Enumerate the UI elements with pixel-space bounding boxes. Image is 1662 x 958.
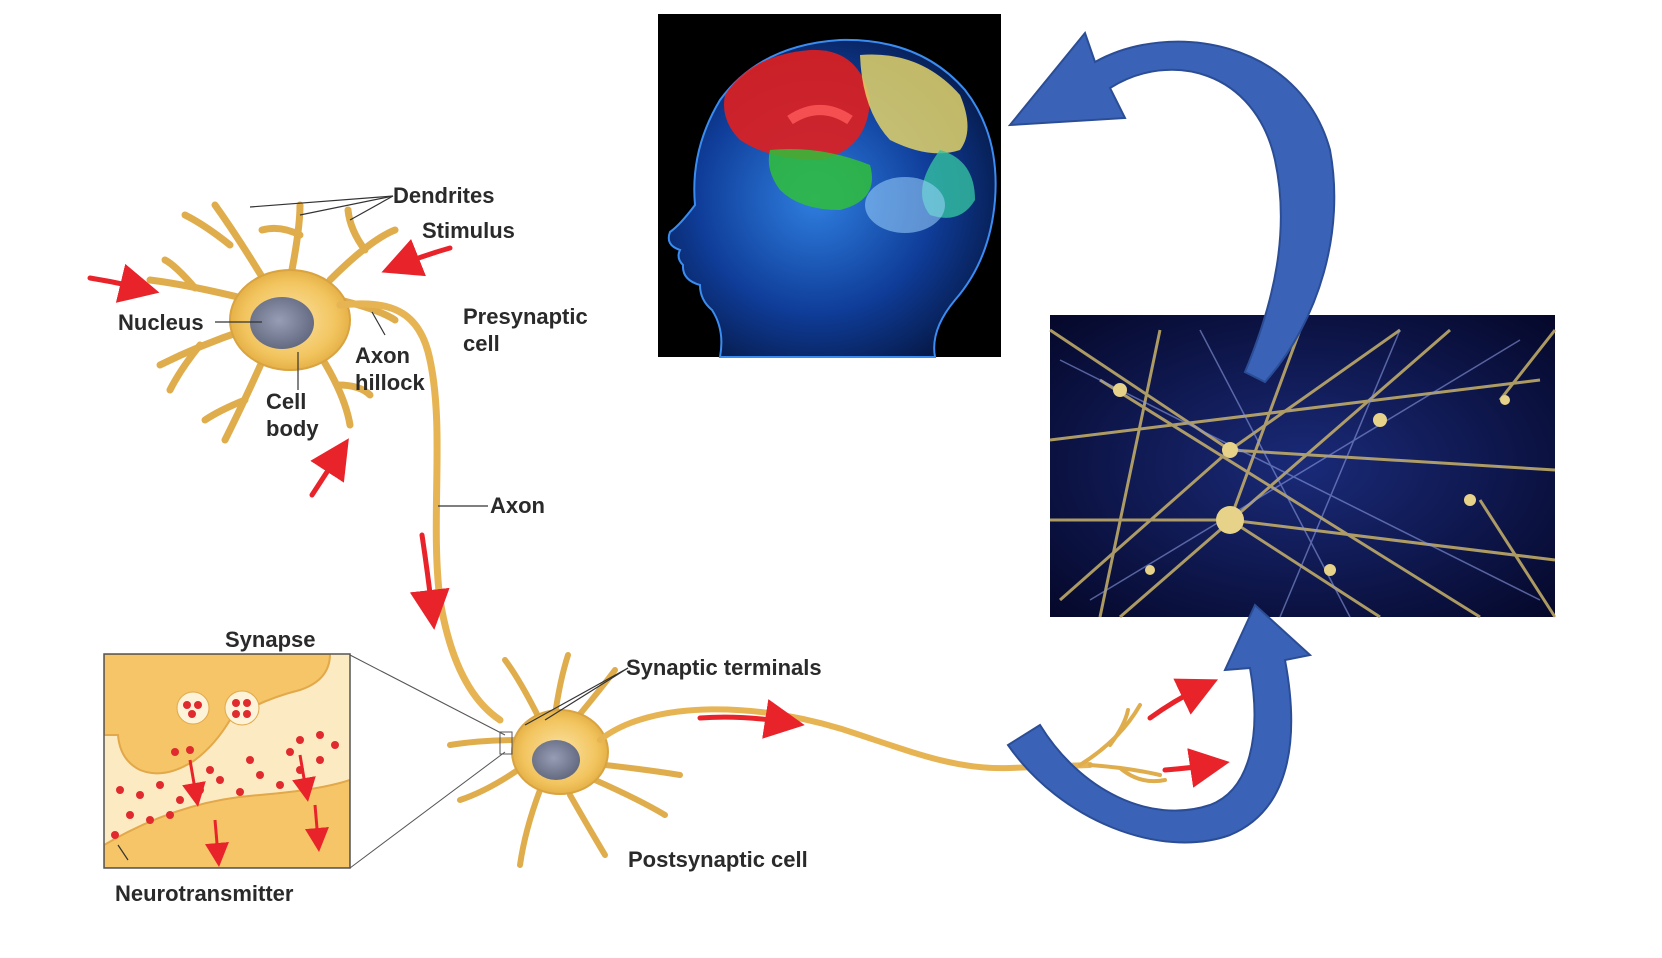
- zoom-source-box: [499, 731, 513, 755]
- label-axon-hillock: Axon hillock: [355, 342, 425, 396]
- label-axon-hillock-line1: Axon: [355, 343, 410, 368]
- frontal-lobe: [724, 49, 870, 160]
- network-neurons: [1113, 383, 1510, 576]
- signal-arrow: [1162, 748, 1230, 788]
- synaptic-vesicle: [224, 690, 260, 726]
- label-synapse: Synapse: [225, 627, 316, 652]
- axon: [336, 300, 504, 724]
- postsynaptic-neuron: [447, 652, 1167, 868]
- presynaptic-nucleus: [250, 297, 314, 349]
- signal-arrow: [697, 699, 805, 739]
- axon-terminals: [1078, 703, 1167, 784]
- label-presynaptic-cell: Presynaptic cell: [463, 303, 588, 357]
- neurotransmitter-molecules: [111, 699, 339, 839]
- label-presynaptic-line1: Presynaptic: [463, 304, 588, 329]
- presynaptic-terminal: [104, 654, 332, 775]
- label-cell-body-line2: body: [266, 416, 319, 441]
- postsynaptic-nucleus: [532, 740, 580, 780]
- label-axon: Axon: [490, 493, 545, 518]
- leader-lines: [117, 195, 629, 861]
- postsynaptic-axon: [597, 706, 1093, 772]
- brain-panel: [658, 14, 1001, 358]
- presynaptic-neuron: [146, 201, 504, 724]
- synaptic-vesicle: [176, 691, 210, 725]
- cerebellum: [865, 177, 945, 233]
- signal-arrow: [1147, 678, 1219, 721]
- zoom-line: [349, 751, 506, 869]
- signal-arrow: [87, 263, 160, 303]
- label-presynaptic-line2: cell: [463, 331, 500, 356]
- label-neurotransmitter: Neurotransmitter: [115, 881, 294, 906]
- label-axon-hillock-line2: hillock: [355, 370, 425, 395]
- limbic-arc: [787, 105, 853, 125]
- parietal-lobe: [860, 54, 968, 154]
- signal-arrow: [309, 438, 349, 498]
- arrow-terminal-to-network: [1006, 603, 1313, 844]
- signal-arrow: [409, 532, 450, 630]
- label-stimulus: Stimulus: [422, 218, 515, 243]
- signal-arrow: [381, 239, 453, 277]
- label-postsynaptic-cell: Postsynaptic cell: [628, 847, 808, 872]
- label-cell-body: Cell body: [266, 388, 319, 442]
- label-dendrites: Dendrites: [393, 183, 495, 208]
- release-arrows: [182, 754, 329, 867]
- network-fibers: [1049, 328, 1557, 619]
- arrow-network-to-brain: [1007, 30, 1336, 384]
- network-panel: [1049, 315, 1557, 619]
- label-synaptic-terminals: Synaptic terminals: [626, 655, 822, 680]
- label-cell-body-line1: Cell: [266, 389, 307, 414]
- label-nucleus: Nucleus: [118, 310, 204, 335]
- synapse-box-border: [103, 653, 351, 869]
- cycle-arrows: [1006, 30, 1336, 844]
- temporal-lobe: [768, 149, 872, 210]
- zoom-line: [349, 654, 506, 736]
- synapse-zoom: [103, 653, 513, 869]
- signal-arrows: [87, 239, 1230, 788]
